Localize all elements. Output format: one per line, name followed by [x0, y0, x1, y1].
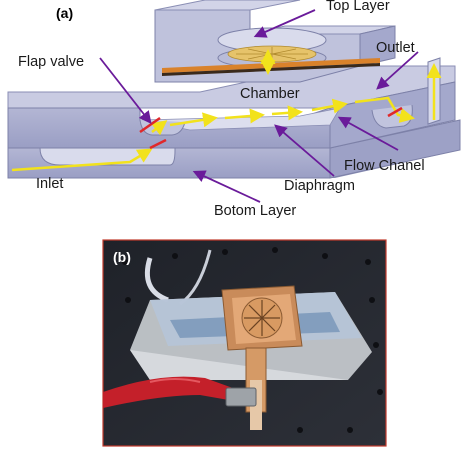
leader-lines — [99, 9, 419, 203]
outlet-label: Outlet — [376, 40, 415, 56]
diaphragm-label: Diaphragm — [284, 178, 355, 194]
alligator-clip — [103, 376, 257, 408]
top-layer-label: Top Layer — [326, 0, 390, 14]
chamber-label: Chamber — [240, 86, 300, 102]
chamber-block — [154, 0, 396, 83]
flap-valves — [139, 106, 403, 150]
flow-path — [11, 63, 442, 172]
panel-b-photo: (b) — [102, 239, 387, 447]
flow-chanel-label: Flow Chanel — [344, 158, 425, 174]
inlet-label: Inlet — [36, 176, 63, 192]
table-holes — [122, 247, 383, 433]
panel-a-tag: (a) — [56, 5, 73, 21]
panel-b-tag: (b) — [113, 249, 131, 265]
panel-a: (a) — [7, 0, 461, 219]
botom-layer-label: Botom Layer — [214, 203, 296, 219]
flap-valve-label: Flap valve — [18, 54, 84, 70]
